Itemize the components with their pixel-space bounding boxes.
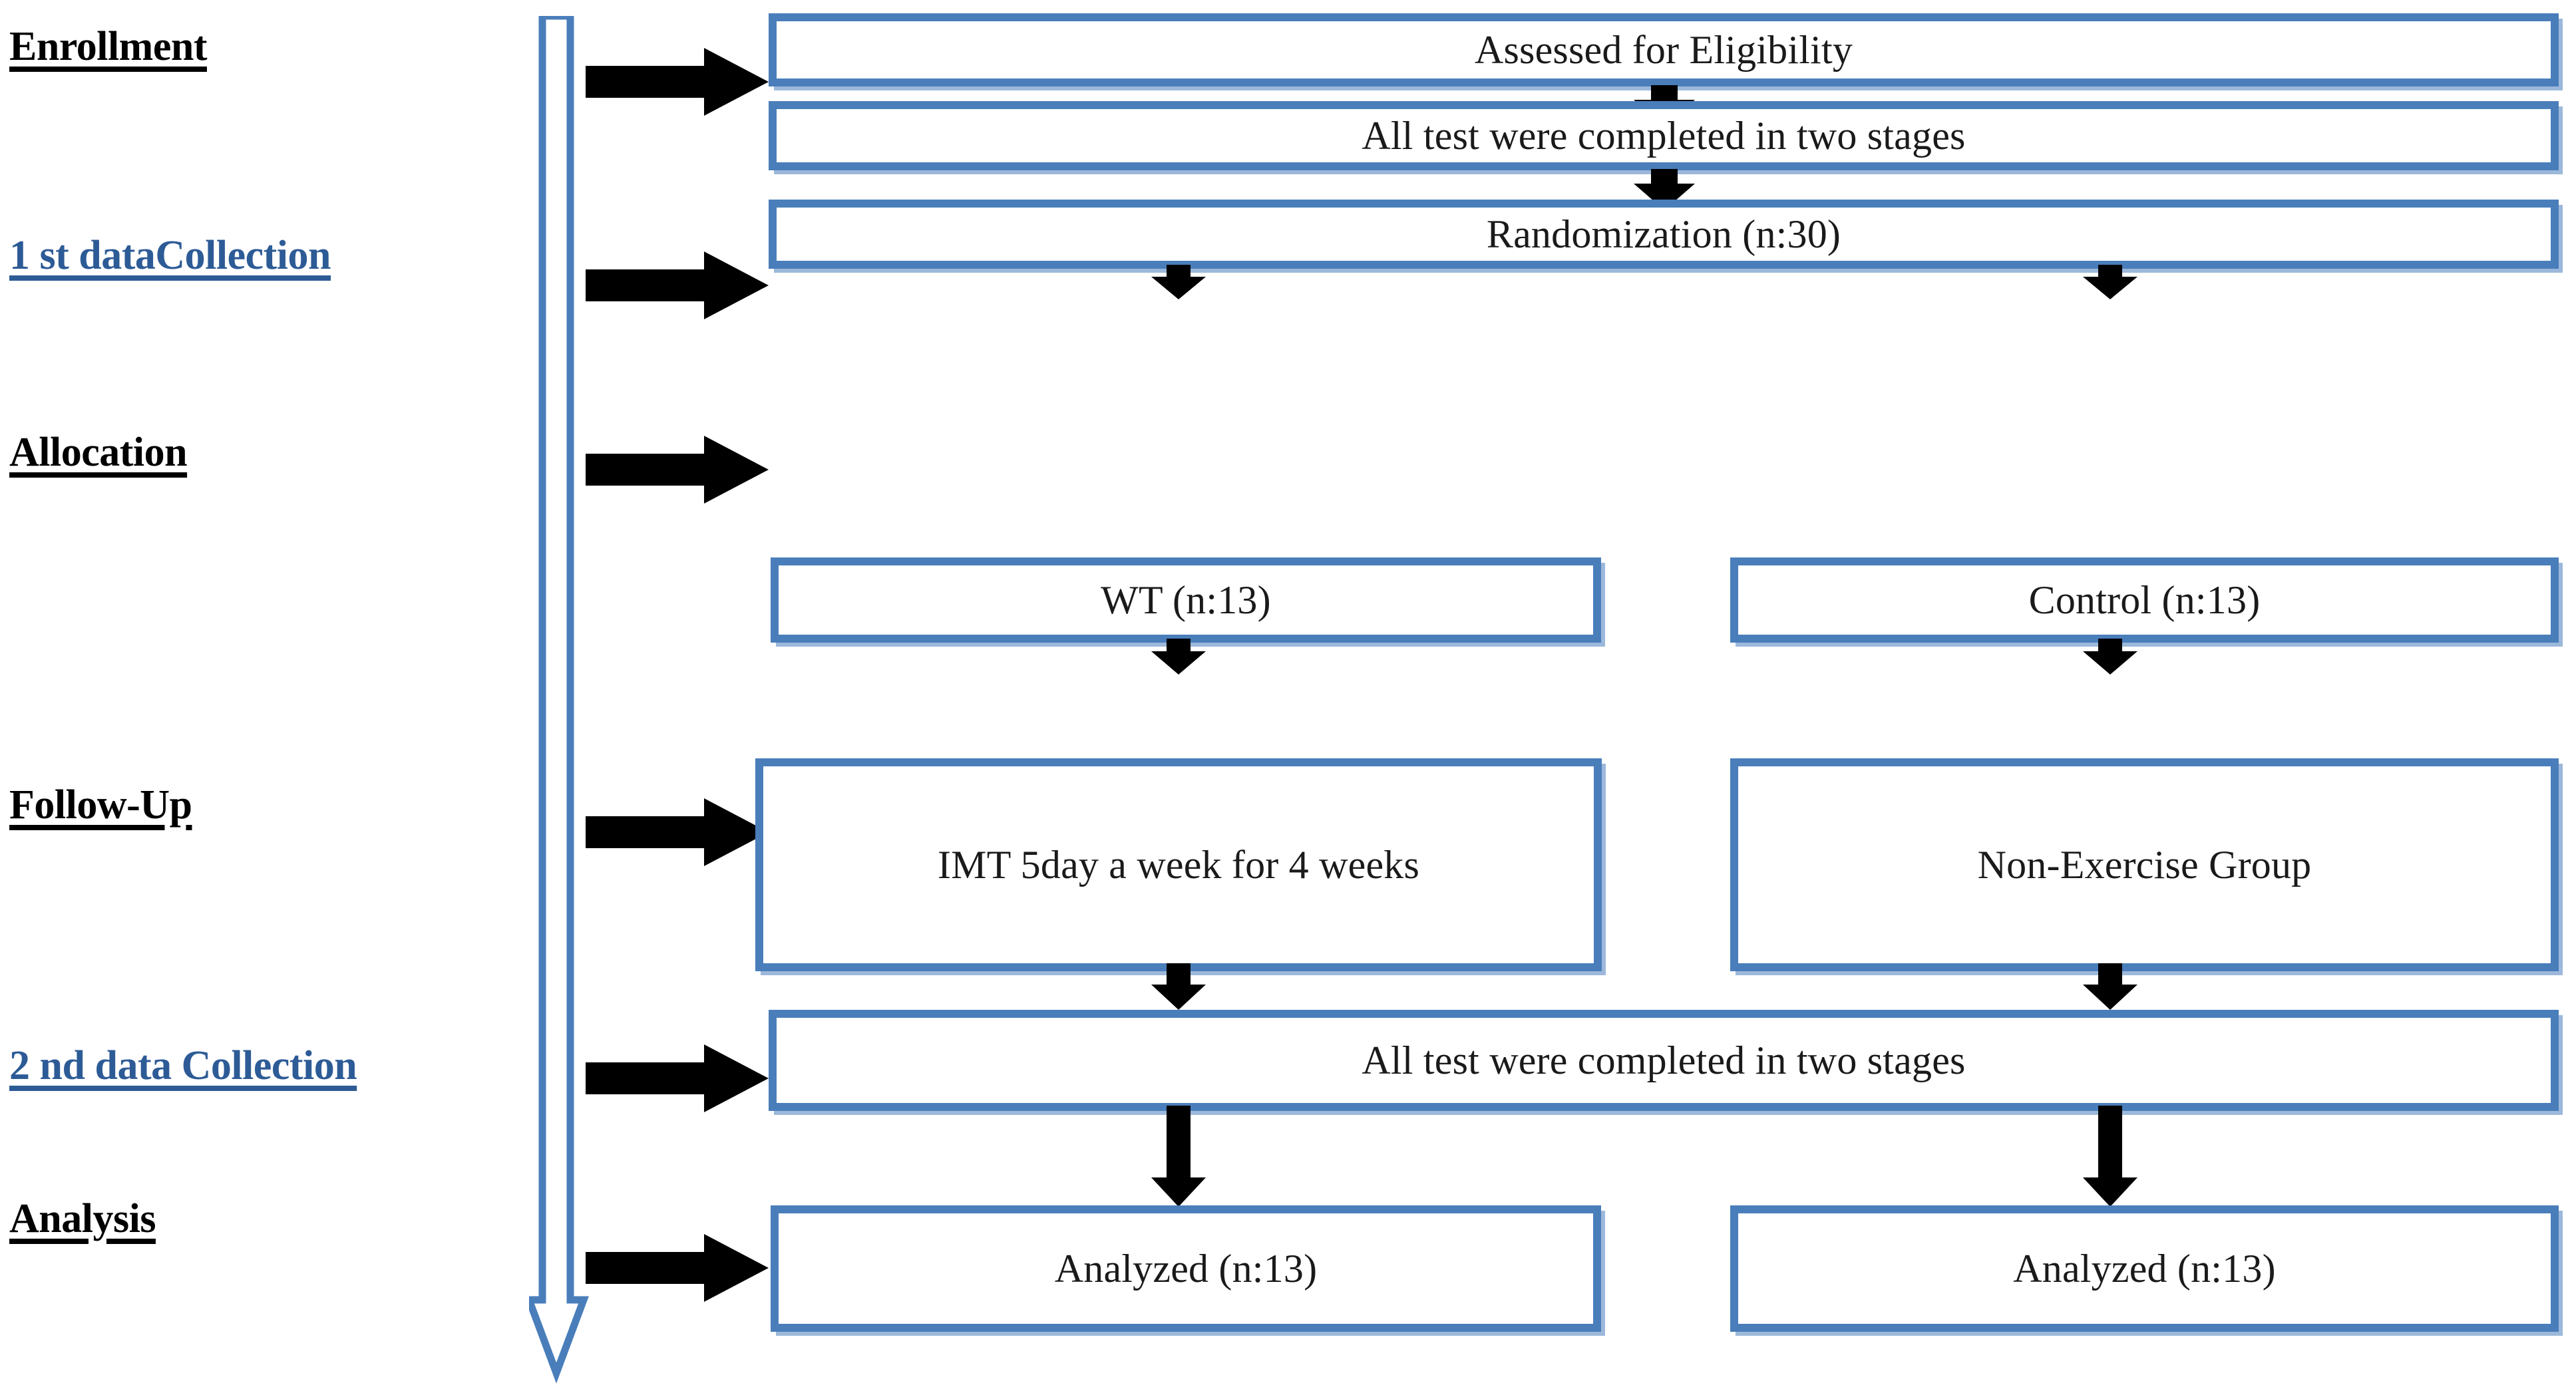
stage-label-second-data-collection: 2 nd data Collection (9, 1044, 357, 1088)
stage-label-allocation: Allocation (9, 430, 188, 475)
box-first-data-collection-tests-text: All test were completed in two stages (1362, 113, 1966, 158)
box-control-group: Control (n:13) (1730, 557, 2559, 643)
box-imt-training: IMT 5day a week for 4 weeks (755, 758, 1602, 971)
stage-arrow-follow-up (586, 798, 769, 869)
box-first-data-collection-tests: All test were completed in two stages (769, 101, 2559, 170)
stage-label-follow-up-text: Follow-Up (9, 782, 192, 828)
box-control-group-text: Control (n:13) (2028, 577, 2261, 622)
connector-second-tests-to-analyzed-left (1151, 1106, 1206, 1210)
connector-imt-to-second-tests (1151, 963, 1206, 1013)
stage-arrow-second-data (586, 1044, 769, 1116)
box-analyzed-control: Analyzed (n:13) (1730, 1205, 2559, 1332)
box-assessed-for-eligibility: Assessed for Eligibility (769, 13, 2559, 86)
timeline-down-arrow (524, 12, 589, 1386)
connector-first-tests-to-randomization (1634, 169, 1695, 214)
stage-arrow-allocation (586, 436, 769, 507)
box-second-data-collection-tests-text: All test were completed in two stages (1362, 1038, 1966, 1082)
box-analyzed-wt: Analyzed (n:13) (771, 1205, 1601, 1332)
connector-control-to-non-exercise (2083, 639, 2137, 678)
box-analyzed-control-text: Analyzed (n:13) (2013, 1246, 2276, 1291)
connector-wt-to-imt (1151, 639, 1206, 678)
stage-arrow-enrollment (586, 48, 769, 119)
box-analyzed-wt-text: Analyzed (n:13) (1054, 1246, 1318, 1291)
stage-label-follow-up: Follow-Up (9, 782, 192, 828)
stage-arrow-analysis (586, 1234, 769, 1305)
stage-label-allocation-text: Allocation (9, 430, 188, 475)
stage-label-analysis-text: Analysis (9, 1196, 156, 1241)
stage-arrow-first-data (586, 251, 769, 323)
box-assessed-for-eligibility-text: Assessed for Eligibility (1474, 27, 1853, 72)
box-imt-training-text: IMT 5day a week for 4 weeks (937, 842, 1420, 887)
stage-label-first-data-collection: 1 st dataCollection (9, 233, 331, 278)
box-non-exercise-group: Non-Exercise Group (1730, 758, 2559, 971)
stage-label-enrollment-text: Enrollment (9, 24, 207, 69)
box-randomization-text: Randomization (n:30) (1486, 212, 1841, 256)
stage-label-analysis: Analysis (9, 1197, 156, 1241)
connector-randomization-to-wt (1151, 265, 1206, 303)
box-randomization: Randomization (n:30) (769, 200, 2559, 269)
connector-non-exercise-to-second-tests (2083, 963, 2137, 1013)
stage-label-second-data-collection-text: 2 nd data Collection (9, 1043, 357, 1088)
box-second-data-collection-tests: All test were completed in two stages (769, 1010, 2559, 1111)
box-wt-group-text: WT (n:13) (1101, 577, 1271, 622)
stage-label-first-data-collection-text: 1 st dataCollection (9, 233, 331, 278)
connector-randomization-to-control (2083, 265, 2137, 303)
stage-label-enrollment: Enrollment (9, 25, 207, 69)
box-wt-group: WT (n:13) (771, 557, 1601, 643)
box-non-exercise-group-text: Non-Exercise Group (1977, 842, 2312, 887)
connector-second-tests-to-analyzed-right (2083, 1106, 2137, 1210)
